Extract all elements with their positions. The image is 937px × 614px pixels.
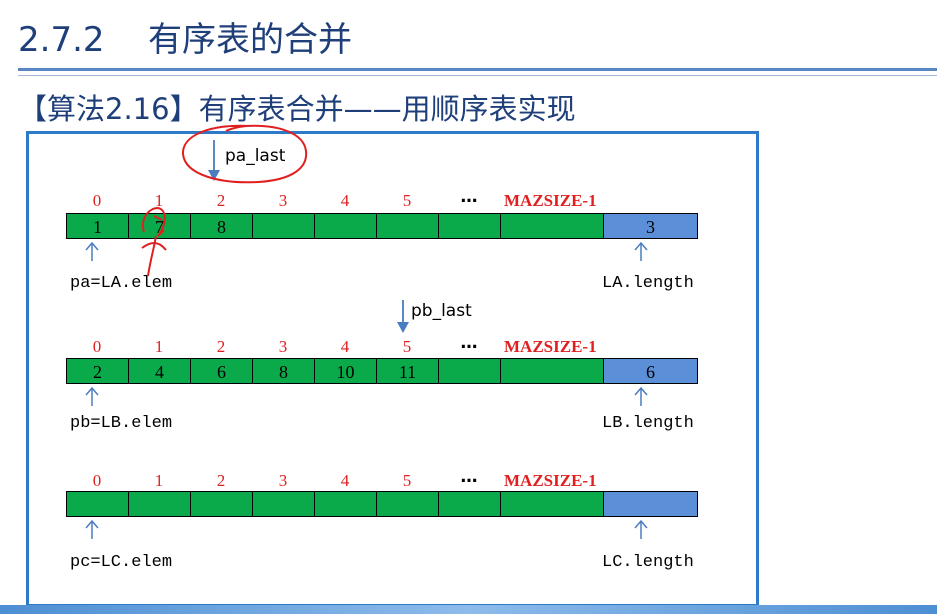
section-title: 有序表的合并 bbox=[148, 20, 352, 60]
index-label: 3 bbox=[278, 471, 288, 490]
array-cell bbox=[252, 491, 315, 517]
array-cell bbox=[500, 358, 604, 384]
slide-title: 2.7.2 有序表的合并 bbox=[18, 12, 352, 61]
section-number: 2.7.2 bbox=[18, 20, 105, 60]
array-cell bbox=[438, 213, 501, 239]
array-cell bbox=[500, 491, 604, 517]
index-label: 0 bbox=[92, 471, 102, 490]
pointer-label: pb=LB.elem bbox=[70, 414, 173, 433]
title-rule-thin bbox=[18, 75, 937, 76]
index-ellipsis: … bbox=[460, 333, 478, 353]
index-label: 5 bbox=[402, 191, 412, 210]
down-arrow-icon bbox=[208, 140, 220, 181]
index-label: 3 bbox=[278, 337, 288, 356]
index-label: 4 bbox=[340, 191, 350, 210]
array-cell bbox=[190, 491, 253, 517]
index-label: 3 bbox=[278, 191, 288, 210]
index-label: 0 bbox=[92, 337, 102, 356]
index-label: 4 bbox=[340, 471, 350, 490]
index-label: 0 bbox=[92, 191, 102, 210]
up-arrow-icon bbox=[634, 241, 648, 261]
index-label: 5 bbox=[402, 337, 412, 356]
array-cell bbox=[376, 213, 439, 239]
pb-last-label: pb_last bbox=[411, 301, 472, 321]
index-label: 2 bbox=[216, 337, 226, 356]
array-cell: 8 bbox=[190, 213, 253, 239]
index-label: 2 bbox=[216, 471, 226, 490]
index-ellipsis: … bbox=[460, 467, 478, 487]
index-label: 1 bbox=[154, 471, 164, 490]
array-cell bbox=[438, 358, 501, 384]
array-cell: 10 bbox=[314, 358, 377, 384]
index-label: 5 bbox=[402, 471, 412, 490]
array-cell: 11 bbox=[376, 358, 439, 384]
index-label: 1 bbox=[154, 191, 164, 210]
index-maxsize: MAZSIZE-1 bbox=[504, 191, 597, 210]
index-label: 4 bbox=[340, 337, 350, 356]
length-label: LA.length bbox=[602, 274, 694, 293]
index-label: 1 bbox=[154, 337, 164, 356]
index-label: 2 bbox=[216, 191, 226, 210]
array-cell bbox=[500, 213, 604, 239]
length-cell: 6 bbox=[603, 358, 698, 384]
array-cell: 2 bbox=[66, 358, 129, 384]
array-cell: 6 bbox=[190, 358, 253, 384]
up-arrow-icon bbox=[634, 386, 648, 406]
array-cell: 4 bbox=[128, 358, 191, 384]
pointer-label: pc=LC.elem bbox=[70, 553, 173, 572]
array-cell bbox=[66, 491, 129, 517]
length-label: LC.length bbox=[602, 553, 694, 572]
index-maxsize: MAZSIZE-1 bbox=[504, 337, 597, 356]
down-arrow-icon bbox=[397, 300, 409, 333]
array-cell bbox=[252, 213, 315, 239]
pointer-label: pa=LA.elem bbox=[70, 274, 173, 293]
up-arrow-icon bbox=[634, 519, 648, 539]
array-cell bbox=[128, 491, 191, 517]
up-arrow-icon bbox=[85, 386, 99, 406]
array-cell: 7 bbox=[128, 213, 191, 239]
index-ellipsis: … bbox=[460, 187, 478, 207]
array-cell: 8 bbox=[252, 358, 315, 384]
length-cell bbox=[603, 491, 698, 517]
index-maxsize: MAZSIZE-1 bbox=[504, 471, 597, 490]
array-cell bbox=[438, 491, 501, 517]
up-arrow-icon bbox=[85, 241, 99, 261]
up-arrow-icon bbox=[85, 519, 99, 539]
algorithm-subtitle: 【算法2.16】有序表合并——用顺序表实现 bbox=[18, 92, 576, 126]
title-rule bbox=[18, 68, 937, 71]
annotation-circle bbox=[181, 124, 308, 184]
footer-bar bbox=[0, 605, 937, 614]
array-cell bbox=[314, 213, 377, 239]
array-cell bbox=[376, 491, 439, 517]
length-cell: 3 bbox=[603, 213, 698, 239]
array-cell bbox=[314, 491, 377, 517]
array-cell: 1 bbox=[66, 213, 129, 239]
length-label: LB.length bbox=[602, 414, 694, 433]
annotation-scribble bbox=[141, 206, 167, 277]
pa-last-label: pa_last bbox=[225, 146, 286, 166]
